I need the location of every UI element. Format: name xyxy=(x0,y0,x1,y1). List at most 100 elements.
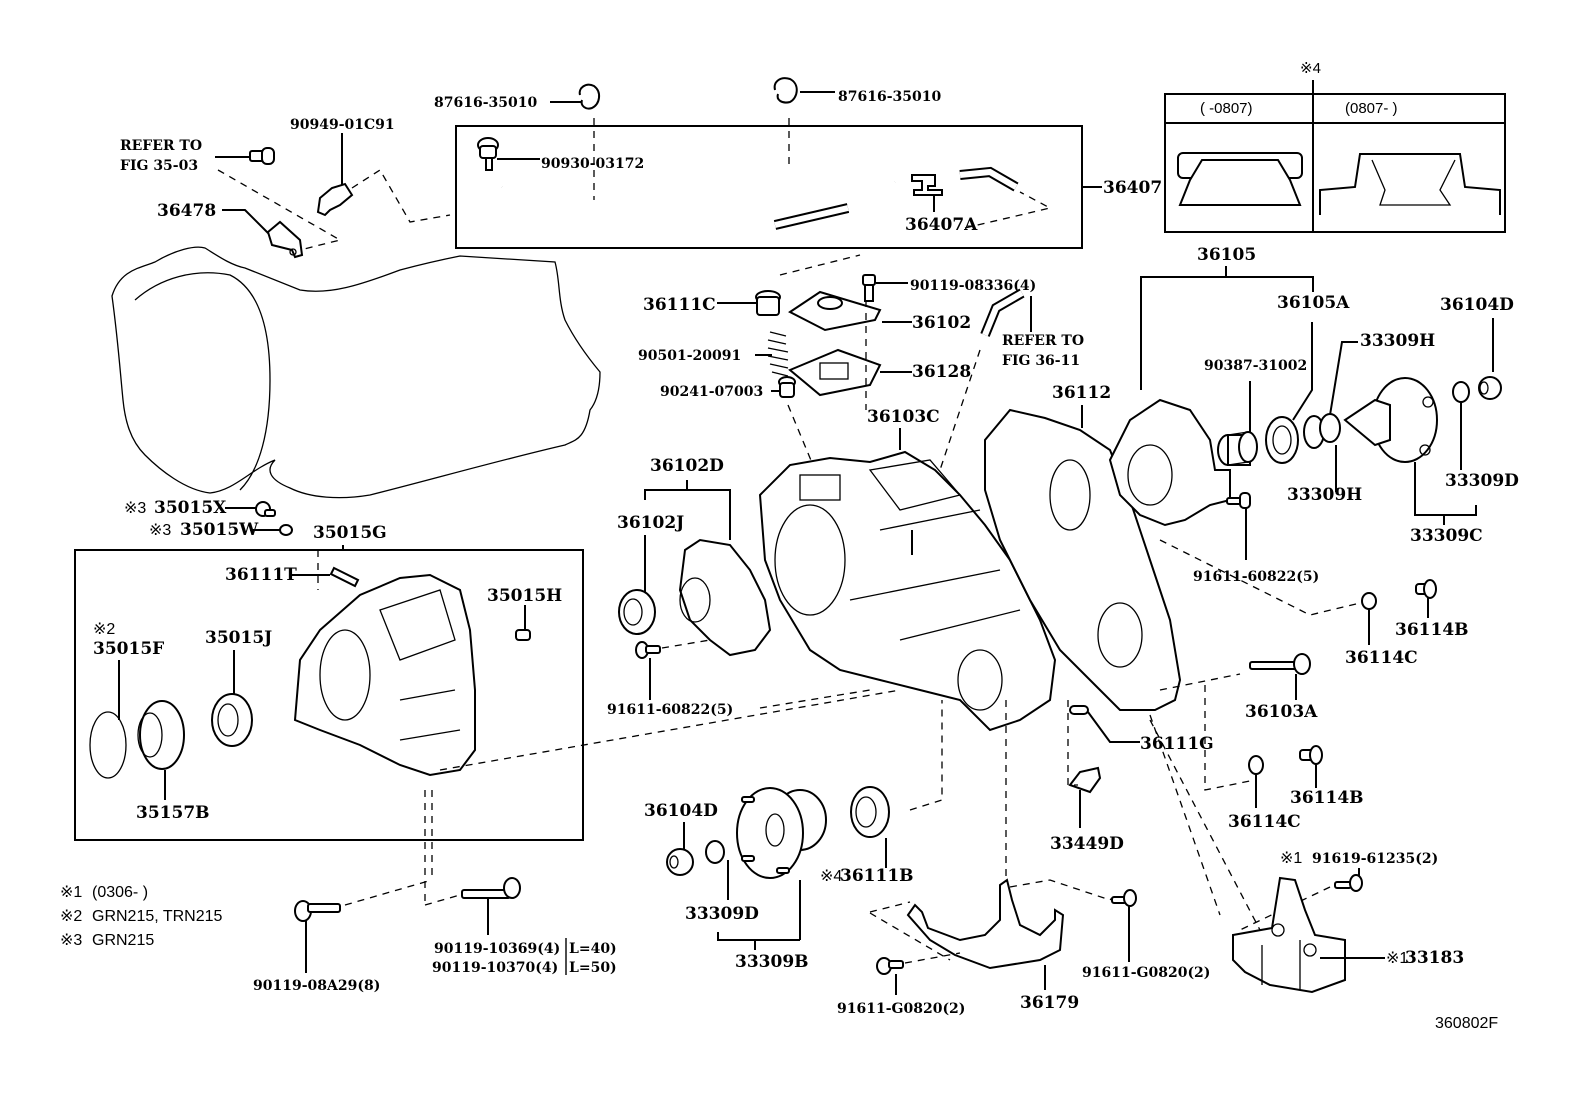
bracket-33183-icon xyxy=(1232,876,1346,994)
mark-33183: ※1 xyxy=(1386,950,1408,967)
bolt-icon xyxy=(1299,745,1323,765)
part-label-91611-60822-right: 91611-60822(5) xyxy=(1193,569,1319,585)
part-label-36179: 36179 xyxy=(1020,993,1079,1013)
length-label-40: L=40) xyxy=(569,941,617,957)
bolt-icon xyxy=(1415,579,1437,599)
part-label-36104d-bottom: 36104D xyxy=(644,801,718,821)
washer-icon xyxy=(279,524,293,536)
oil-seal-36102j-icon xyxy=(618,589,656,635)
oil-seal-early-icon xyxy=(1177,152,1303,206)
part-label-36103c: 36103C xyxy=(867,407,940,427)
oil-seal-36111b-icon xyxy=(850,786,890,838)
washer-icon xyxy=(705,840,725,864)
part-label-90501-20091: 90501-20091 xyxy=(638,348,741,364)
nut-icon xyxy=(666,848,694,876)
part-label-90949-01c91: 90949-01C91 xyxy=(290,117,395,133)
pin-icon xyxy=(329,566,360,588)
plug-36111c-icon xyxy=(755,290,781,316)
bolt-icon xyxy=(862,274,876,302)
part-label-87616-35010-right: 87616-35010 xyxy=(838,89,941,105)
part-label-35157b: 35157B xyxy=(136,803,210,823)
refer-label-line1: REFER TO xyxy=(120,138,202,154)
clip-bracket-icon xyxy=(316,182,354,217)
bracket-36478-icon xyxy=(266,220,304,259)
legend-text: (0306- ) xyxy=(92,884,148,901)
figure-code: 360802F xyxy=(1435,1015,1498,1032)
dust-cover-icon xyxy=(137,700,185,770)
mark-36111b: ※4 xyxy=(820,868,842,885)
part-label-90930-03172: 90930-03172 xyxy=(541,156,644,172)
bracket-33449d-icon xyxy=(1068,766,1102,794)
part-label-33309d-right: 33309D xyxy=(1445,471,1519,491)
part-label-35015g: 35015G xyxy=(313,523,387,543)
part-label-36111g: 36111G xyxy=(1140,734,1214,754)
pin-icon xyxy=(515,629,531,641)
bolt-icon xyxy=(876,957,904,975)
part-label-90119-08336: 90119-08336(4) xyxy=(910,278,1036,294)
mark-35015w: ※3 xyxy=(149,522,171,539)
bolt-icon xyxy=(294,900,341,922)
gasket-36128-icon xyxy=(788,348,882,397)
washer-icon xyxy=(1361,592,1377,610)
adapter-housing-icon xyxy=(293,573,476,777)
nut-icon xyxy=(1478,376,1502,400)
part-label-36407a: 36407A xyxy=(905,215,978,235)
inset-column-label: (0807- ) xyxy=(1345,100,1398,117)
bolt-icon xyxy=(461,877,521,899)
front-output-housing-icon xyxy=(678,538,772,657)
refer-label-line2: FIG 36-11 xyxy=(1002,353,1080,369)
inset-column-label: ( -0807) xyxy=(1200,100,1253,117)
mark-35015f: ※2 xyxy=(93,621,115,638)
part-label-36478: 36478 xyxy=(157,201,216,221)
part-label-36111b: 36111B xyxy=(840,866,914,886)
part-label-91611-g0820-right: 91611-G0820(2) xyxy=(1082,965,1210,981)
part-label-87616-35010-left: 87616-35010 xyxy=(434,95,537,111)
washer-icon xyxy=(1248,755,1264,775)
part-label-91611-g0820-left: 91611-G0820(2) xyxy=(837,1001,965,1017)
bolt-icon xyxy=(1334,874,1363,892)
part-label-36114c-bottom: 36114C xyxy=(1228,812,1301,832)
long-bolt-icon xyxy=(1249,653,1311,675)
part-label-36114b-top: 36114B xyxy=(1395,620,1469,640)
bushing-icon xyxy=(1217,431,1258,466)
bearing-36105a-icon xyxy=(1265,416,1299,464)
transfer-case-front-icon xyxy=(758,450,1057,732)
part-label-36102: 36102 xyxy=(912,313,971,333)
bolt-icon xyxy=(249,147,275,165)
legend-mark: ※1 xyxy=(60,884,82,901)
oil-seal-late-icon xyxy=(1319,153,1501,215)
legend-text: GRN215 xyxy=(92,932,154,949)
cover-36102-icon xyxy=(788,290,882,332)
companion-flange-33309c-icon xyxy=(1343,377,1438,463)
part-label-33309h-top: 33309H xyxy=(1360,331,1435,351)
footnote-legend: ※1 (0306- ) ※2 GRN215, TRN215 ※3 GRN215 xyxy=(60,884,223,949)
part-label-36114b-bottom: 36114B xyxy=(1290,788,1364,808)
part-label-35015j: 35015J xyxy=(205,628,272,648)
part-label-90119-10370: 90119-10370(4) xyxy=(432,960,558,976)
part-label-36102j: 36102J xyxy=(617,513,684,533)
mark-35015x: ※3 xyxy=(124,500,146,517)
part-label-91619-61235: 91619-61235(2) xyxy=(1312,851,1438,867)
legend-mark: ※2 xyxy=(60,908,82,925)
part-label-35015h: 35015H xyxy=(487,586,562,606)
part-label-33309d-bottom: 33309D xyxy=(685,904,759,924)
inset-mark: ※4 xyxy=(1300,60,1321,77)
part-label-36103a: 36103A xyxy=(1245,702,1318,722)
companion-flange-33309b-icon xyxy=(736,787,827,879)
part-label-36105a: 36105A xyxy=(1277,293,1350,313)
oil-seal-35015j-icon xyxy=(211,693,253,747)
hose-clamp-icon xyxy=(578,83,600,110)
part-label-33309b: 33309B xyxy=(735,952,809,972)
part-label-35015w: 35015W xyxy=(180,520,259,540)
breather-tube-icon xyxy=(980,288,1025,337)
snap-ring-icon xyxy=(89,711,127,779)
part-label-36102d: 36102D xyxy=(650,456,724,476)
mark-91619: ※1 xyxy=(1280,850,1302,867)
part-label-90387-31002: 90387-31002 xyxy=(1204,358,1307,374)
part-label-33309c: 33309C xyxy=(1410,526,1483,546)
part-label-90119-10369: 90119-10369(4) xyxy=(434,941,560,957)
spring-icon xyxy=(767,331,789,377)
hose-clamp-icon xyxy=(773,77,798,104)
part-label-36114c-top: 36114C xyxy=(1345,648,1418,668)
